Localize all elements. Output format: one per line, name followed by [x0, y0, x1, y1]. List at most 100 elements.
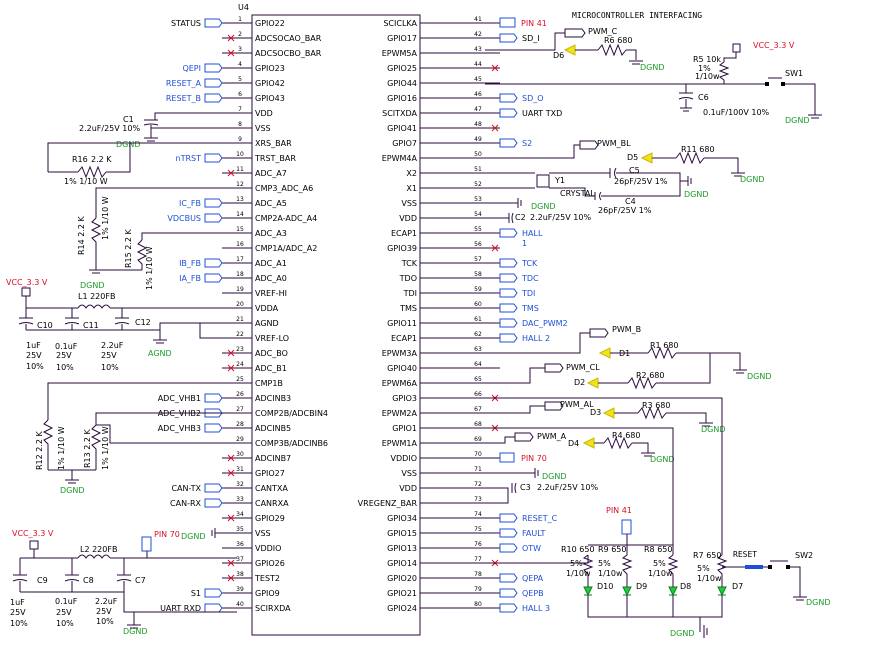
d3-label: D3	[590, 408, 601, 417]
pin-name: GPIO23	[255, 64, 285, 73]
no-connect-mark	[227, 574, 235, 582]
no-connect-mark	[227, 454, 235, 462]
sheet-title: MICROCONTROLLER INTERFACING	[572, 11, 702, 20]
net-label: CAN-RX	[170, 499, 201, 508]
pin-number: 3	[238, 46, 242, 53]
r2-label: R2 680	[636, 371, 664, 380]
c7-val: 2.2uF	[95, 597, 118, 606]
pin-number: 48	[474, 121, 482, 128]
pin-name: ADC_A3	[255, 229, 287, 238]
pin-name: TDO	[399, 274, 417, 283]
c3-value: 2.2uF/25V 10%	[537, 483, 598, 492]
pin-name: GPIO43	[255, 94, 285, 103]
r7-pow: 1/10w	[697, 574, 722, 583]
switch-sw1[interactable]	[763, 77, 790, 86]
net-label: TDI	[521, 289, 535, 298]
pin-name: VREF-LO	[255, 334, 289, 343]
pin-number: 21	[236, 316, 244, 323]
pin-number: 76	[474, 541, 482, 548]
right-pin-group: 41SCICLKA42GPIO1743EPWM5A44GPIO2545GPIO4…	[358, 16, 500, 613]
r7-label: R7 650	[693, 551, 721, 560]
net-port-flag	[204, 258, 223, 268]
c1-value: 2.2uF/25V 10%	[79, 124, 140, 133]
led-d5	[640, 152, 653, 164]
r16-tol: 1% 1/10 W	[64, 177, 108, 186]
pin-name: TMS	[399, 304, 417, 313]
pin-name: ECAP1	[391, 229, 417, 238]
led-d1	[598, 347, 611, 359]
c9-tol: 10%	[10, 619, 28, 628]
pin-number: 33	[236, 496, 244, 503]
pin-number: 10	[236, 151, 244, 158]
pin-name: ADCINB7	[255, 454, 291, 463]
pin-name: EPWM2A	[382, 409, 418, 418]
led-d10	[583, 586, 593, 597]
pin-name: GPIO42	[255, 79, 285, 88]
pin-name: VDDIO	[255, 544, 281, 553]
pin41-connector-bottom	[621, 519, 632, 535]
net-label: TMS	[521, 304, 539, 313]
pin-name: COMP3B/ADCINB6	[255, 439, 328, 448]
pin-name: ADC_A1	[255, 259, 287, 268]
net-port-flag	[204, 153, 223, 163]
dgnd-d1: DGND	[747, 372, 772, 381]
r13-label: R13 2.2 K	[83, 428, 92, 468]
pin-number: 54	[474, 211, 482, 218]
pin-number: 23	[236, 346, 244, 353]
r16-value: 2.2 K	[91, 155, 112, 164]
pin-number: 49	[474, 136, 482, 143]
net-port-flag	[204, 423, 223, 433]
pin-number: 66	[474, 391, 482, 398]
pin-name: EPWM1A	[382, 439, 418, 448]
net-port-flag	[499, 513, 518, 523]
pin-number: 32	[236, 481, 244, 488]
pin-name: VDD	[399, 484, 417, 493]
r5-tolerance: 1%	[698, 64, 711, 73]
pin-name: COMP2B/ADCBIN4	[255, 409, 328, 418]
net-label: S2	[522, 139, 532, 148]
switch-sw2[interactable]	[763, 560, 790, 569]
net-port-flag	[204, 213, 223, 223]
pin-number: 38	[236, 571, 244, 578]
net-port-flag	[499, 108, 518, 118]
net-label: OTW	[522, 544, 541, 553]
net-port-flag	[499, 258, 518, 268]
pin-number: 28	[236, 421, 244, 428]
dgnd-sw2: DGND	[806, 598, 831, 607]
pin-name: CMP1B	[255, 379, 283, 388]
net-label: UART RXD	[160, 604, 201, 613]
pin-number: 26	[236, 391, 244, 398]
pin-number: 75	[474, 526, 482, 533]
r6-label: R6 680	[604, 36, 632, 45]
c10-label: C10	[37, 321, 53, 330]
led-d3	[602, 407, 615, 419]
resistor-r9	[621, 545, 633, 582]
r5-power: 1/10w	[695, 72, 720, 81]
no-connect-mark	[227, 559, 235, 567]
net-port-flag	[499, 273, 518, 283]
c3-label: C3	[520, 483, 531, 492]
pin-name: ADCINB5	[255, 424, 291, 433]
c10-volt: 25V	[26, 351, 42, 360]
pin-number: 67	[474, 406, 482, 413]
pin-name: GPIO24	[387, 604, 417, 613]
pin-name: GPIO17	[387, 34, 417, 43]
pin-number: 46	[474, 91, 482, 98]
net-port-flag	[499, 603, 518, 613]
net-label: DAC_PWM2	[522, 319, 568, 328]
pin-number: 36	[236, 541, 244, 548]
pin-name: CMP3_ADC_A6	[255, 184, 313, 193]
pin-number: 37	[236, 556, 244, 563]
net-label: HALL	[522, 229, 543, 238]
net-label: QEPA	[522, 574, 544, 583]
pin-number: 35	[236, 526, 244, 533]
no-connect-mark	[491, 244, 499, 252]
pin-name: ADCSOCBO_BAR	[255, 49, 322, 58]
net-label: TCK	[521, 259, 538, 268]
pin-number: 43	[474, 46, 482, 53]
vcc-label-bottom: VCC_3.3 V	[12, 529, 54, 538]
pin-name: VSS	[401, 199, 417, 208]
c4-label: C4	[625, 197, 636, 206]
pin-number: 30	[236, 451, 244, 458]
dgnd-53: DGND	[531, 202, 556, 211]
